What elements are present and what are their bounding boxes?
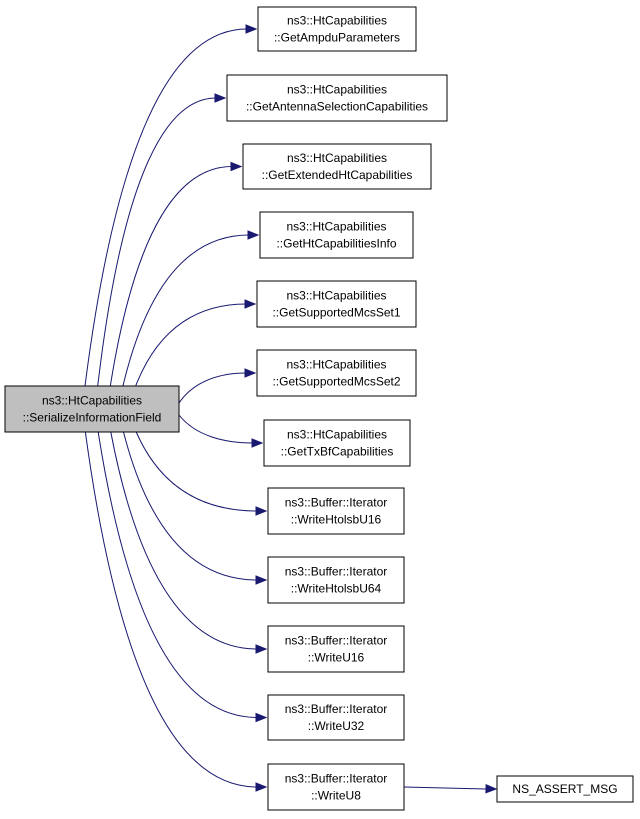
node-label-line: ::WriteU32	[308, 719, 365, 733]
node-ns3-htcapabilities-getsupportedmcsset2[interactable]: ns3::HtCapabilities::GetSupportedMcsSet2	[256, 349, 417, 397]
edge-serialize-to-antenna	[97, 93, 227, 387]
edge-arrowhead	[255, 575, 268, 585]
node-label-line: NS_ASSERT_MSG	[512, 782, 617, 796]
edge-arrowhead	[245, 24, 258, 34]
node-box	[267, 487, 405, 535]
edge-arrowhead	[251, 438, 264, 448]
edge-line	[135, 431, 258, 512]
nodes-layer: ns3::HtCapabilities::SerializeInformatio…	[4, 6, 634, 811]
node-label-line: ::WriteU8	[311, 789, 361, 803]
node-box	[267, 694, 405, 741]
edge-arrowhead	[230, 161, 243, 172]
node-label-line: ::WriteHtolsbU64	[291, 582, 382, 596]
edge-line	[97, 97, 217, 387]
edge-serialize-to-u8	[84, 431, 268, 792]
edge-line	[110, 431, 258, 650]
node-label-line: ns3::HtCapabilities	[286, 358, 386, 372]
node-box	[267, 625, 405, 673]
edge-arrowhead	[255, 506, 268, 516]
edge-arrowhead	[244, 368, 257, 378]
node-label-line: ::GetHtCapabilitiesInfo	[276, 237, 396, 251]
node-box	[263, 419, 411, 467]
edge-serialize-to-ampdu	[84, 24, 258, 387]
node-label-line: ns3::HtCapabilities	[287, 14, 387, 28]
node-label-line: ns3::Buffer::Iterator	[285, 772, 388, 786]
node-box	[267, 556, 405, 604]
node-label-line: ns3::HtCapabilities	[287, 83, 387, 97]
node-label-line: ns3::Buffer::Iterator	[285, 634, 388, 648]
edge-serialize-to-u16	[110, 431, 268, 654]
node-label-line: ns3::Buffer::Iterator	[285, 565, 388, 579]
edge-arrowhead	[255, 712, 268, 723]
node-ns3-htcapabilities-getsupportedmcsset1[interactable]: ns3::HtCapabilities::GetSupportedMcsSet1	[256, 280, 417, 328]
node-box	[4, 385, 180, 433]
node-box	[242, 143, 432, 190]
edge-serialize-to-mcs2	[178, 368, 257, 404]
edge-line	[84, 28, 248, 387]
node-ns3-buffer-iterator-writehtolsbu64[interactable]: ns3::Buffer::Iterator::WriteHtolsbU64	[267, 556, 405, 604]
edge-arrowhead	[255, 644, 268, 654]
node-ns3-htcapabilities-getantennaselectioncapabilities[interactable]: ns3::HtCapabilities::GetAntennaSelection…	[226, 74, 448, 122]
node-label-line: ::GetSupportedMcsSet2	[272, 375, 400, 389]
node-label-line: ns3::HtCapabilities	[287, 151, 387, 165]
node-box	[496, 775, 634, 803]
node-label-line: ns3::HtCapabilities	[286, 289, 386, 303]
node-label-line: ns3::Buffer::Iterator	[285, 702, 388, 716]
edges-layer	[84, 24, 498, 794]
node-label-line: ::GetTxBfCapabilities	[281, 445, 394, 459]
edge-serialize-to-txbf	[178, 414, 264, 448]
node-box	[226, 74, 448, 122]
node-label-line: ::WriteHtolsbU16	[291, 513, 382, 527]
edge-arrowhead	[247, 230, 260, 240]
node-box	[267, 763, 405, 811]
node-label-line: ::GetSupportedMcsSet1	[272, 306, 400, 320]
node-label-line: ::GetExtendedHtCapabilities	[262, 168, 413, 182]
node-label-line: ns3::HtCapabilities	[287, 428, 387, 442]
node-ns3-htcapabilities-gettxbfcapabilities[interactable]: ns3::HtCapabilities::GetTxBfCapabilities	[263, 419, 411, 467]
node-box	[256, 280, 417, 328]
edge-serialize-to-mcs1	[135, 299, 257, 387]
node-ns3-htcapabilities-serializeinformationfield[interactable]: ns3::HtCapabilities::SerializeInformatio…	[4, 385, 180, 433]
edge-serialize-to-htinfo	[122, 230, 260, 387]
node-box	[259, 211, 414, 259]
edge-arrowhead	[255, 782, 268, 792]
node-ns3-buffer-iterator-writeu8[interactable]: ns3::Buffer::Iterator::WriteU8	[267, 763, 405, 811]
edge-line	[403, 786, 487, 790]
edge-arrowhead	[214, 93, 227, 103]
node-label-line: ns3::HtCapabilities	[286, 220, 386, 234]
node-ns3-buffer-iterator-writehtolsbu16[interactable]: ns3::Buffer::Iterator::WriteHtolsbU16	[267, 487, 405, 535]
node-ns3-buffer-iterator-writeu32[interactable]: ns3::Buffer::Iterator::WriteU32	[267, 694, 405, 741]
edge-line	[178, 414, 254, 444]
node-box	[256, 349, 417, 397]
node-ns3-htcapabilities-getampduparameters[interactable]: ns3::HtCapabilities::GetAmpduParameters	[257, 6, 417, 52]
edge-line	[84, 431, 258, 788]
node-ns-assert-msg[interactable]: NS_ASSERT_MSG	[496, 775, 634, 803]
edge-line	[135, 303, 247, 387]
node-label-line: ns3::Buffer::Iterator	[285, 496, 388, 510]
edge-arrowhead	[244, 299, 257, 309]
edge-serialize-to-htolsb64	[123, 431, 268, 585]
node-ns3-buffer-iterator-writeu16[interactable]: ns3::Buffer::Iterator::WriteU16	[267, 625, 405, 673]
node-label-line: ::GetAmpduParameters	[274, 31, 400, 45]
edge-u8-to-assert	[403, 784, 498, 794]
node-ns3-htcapabilities-gethtcapabilitiesinfo[interactable]: ns3::HtCapabilities::GetHtCapabilitiesIn…	[259, 211, 414, 259]
edge-line	[123, 431, 258, 581]
edge-line	[178, 372, 247, 404]
node-label-line: ::WriteU16	[308, 651, 365, 665]
edge-line	[109, 166, 233, 387]
edge-line	[122, 234, 250, 387]
node-ns3-htcapabilities-getextendedhtcapabilities[interactable]: ns3::HtCapabilities::GetExtendedHtCapabi…	[242, 143, 432, 190]
node-label-line: ::GetAntennaSelectionCapabilities	[246, 100, 428, 114]
node-label-line: ns3::HtCapabilities	[42, 394, 142, 408]
edge-serialize-to-htolsb16	[135, 431, 268, 516]
edge-line	[97, 431, 258, 718]
node-label-line: ::SerializeInformationField	[23, 411, 162, 425]
node-box	[257, 6, 417, 52]
edge-arrowhead	[485, 784, 498, 794]
edge-serialize-to-extended	[109, 161, 243, 387]
edge-serialize-to-u32	[97, 431, 268, 723]
